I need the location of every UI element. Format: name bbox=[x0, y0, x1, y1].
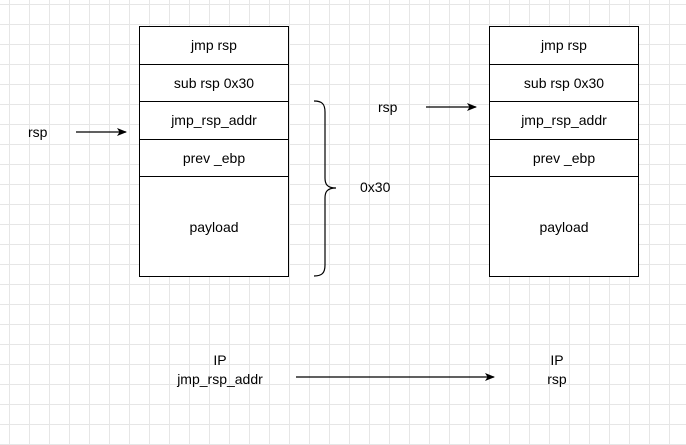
ip-after-value: rsp bbox=[547, 371, 567, 387]
ip-after-group: IP rsp bbox=[517, 351, 597, 389]
stack-frame-after: jmp rsp sub rsp 0x30 jmp_rsp_addr prev _… bbox=[489, 26, 639, 277]
stack-cell-sub-rsp: sub rsp 0x30 bbox=[490, 65, 638, 102]
ip-before-title: IP bbox=[213, 352, 227, 368]
stack-cell-sub-rsp: sub rsp 0x30 bbox=[140, 65, 288, 102]
stack-cell-jmp-rsp-addr: jmp_rsp_addr bbox=[490, 102, 638, 140]
stack-cell-jmp-rsp-addr: jmp_rsp_addr bbox=[140, 102, 288, 140]
rsp-label-after: rsp bbox=[378, 99, 398, 115]
offset-label: 0x30 bbox=[360, 179, 391, 195]
stack-cell-prev-ebp: prev _ebp bbox=[140, 140, 288, 177]
ip-after-title: IP bbox=[550, 352, 564, 368]
stack-cell-payload: payload bbox=[539, 219, 589, 235]
ip-before-value: jmp_rsp_addr bbox=[177, 371, 263, 387]
stack-cell-prev-ebp: prev _ebp bbox=[490, 140, 638, 177]
stack-cell-payload: payload bbox=[189, 219, 239, 235]
rsp-label-before: rsp bbox=[28, 124, 48, 140]
ip-before-group: IP jmp_rsp_addr bbox=[150, 351, 290, 389]
stack-frame-before: jmp rsp sub rsp 0x30 jmp_rsp_addr prev _… bbox=[139, 26, 289, 277]
offset-brace bbox=[313, 100, 337, 277]
stack-cell-jmp-rsp: jmp rsp bbox=[140, 27, 288, 65]
stack-cell-jmp-rsp: jmp rsp bbox=[490, 27, 638, 65]
